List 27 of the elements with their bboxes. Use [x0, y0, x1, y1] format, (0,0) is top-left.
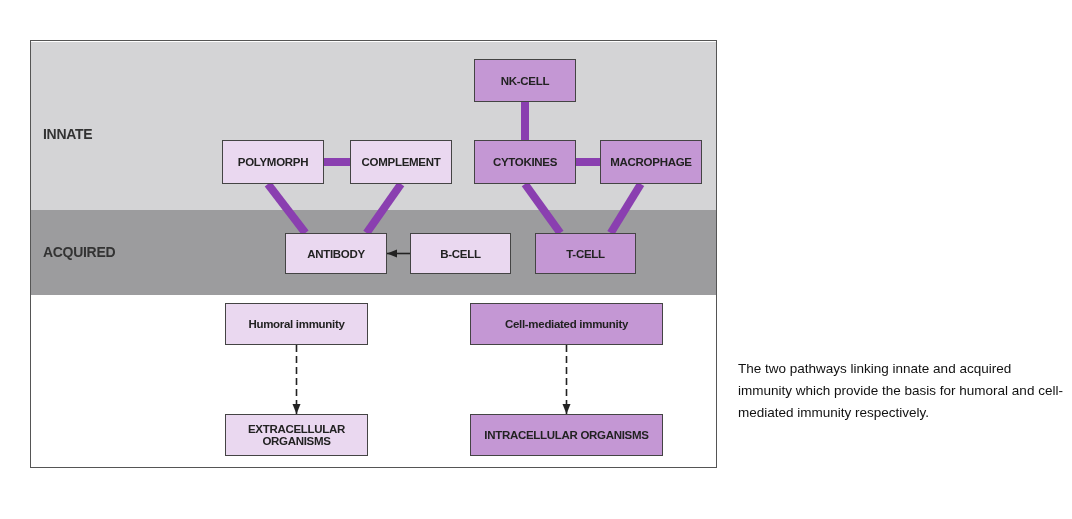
process-box: ANTIBODY: [285, 233, 387, 274]
band-label: INNATE: [43, 126, 93, 142]
process-box: Humoral immunity: [225, 303, 368, 345]
connector-bar: [363, 181, 405, 236]
connector-bar: [324, 158, 350, 166]
arrow: [386, 249, 411, 258]
arrow: [562, 344, 571, 415]
process-box: EXTRACELLULAR ORGANISMS: [225, 414, 368, 456]
connector-bar: [521, 102, 529, 140]
process-box: Cell-mediated immunity: [470, 303, 663, 345]
band-label: ACQUIRED: [43, 244, 116, 260]
process-box: NK-CELL: [474, 59, 576, 102]
process-box: T-CELL: [535, 233, 636, 274]
connector-bar: [521, 181, 564, 236]
band: [31, 210, 716, 295]
caption: The two pathways linking innate and acquired immunity which provide the basis for humoral and cell-mediated immunity respectively.: [738, 360, 1064, 422]
process-box: POLYMORPH: [222, 140, 324, 184]
connector-bar: [264, 181, 309, 236]
connector-bar: [576, 158, 600, 166]
process-box: CYTOKINES: [474, 140, 576, 184]
process-box: INTRACELLULAR ORGANISMS: [470, 414, 663, 456]
process-box: B-CELL: [410, 233, 511, 274]
band: [31, 42, 716, 210]
process-box: MACROPHAGE: [600, 140, 702, 184]
arrow: [292, 344, 301, 415]
process-box: COMPLEMENT: [350, 140, 452, 184]
connector-bar: [607, 181, 645, 236]
